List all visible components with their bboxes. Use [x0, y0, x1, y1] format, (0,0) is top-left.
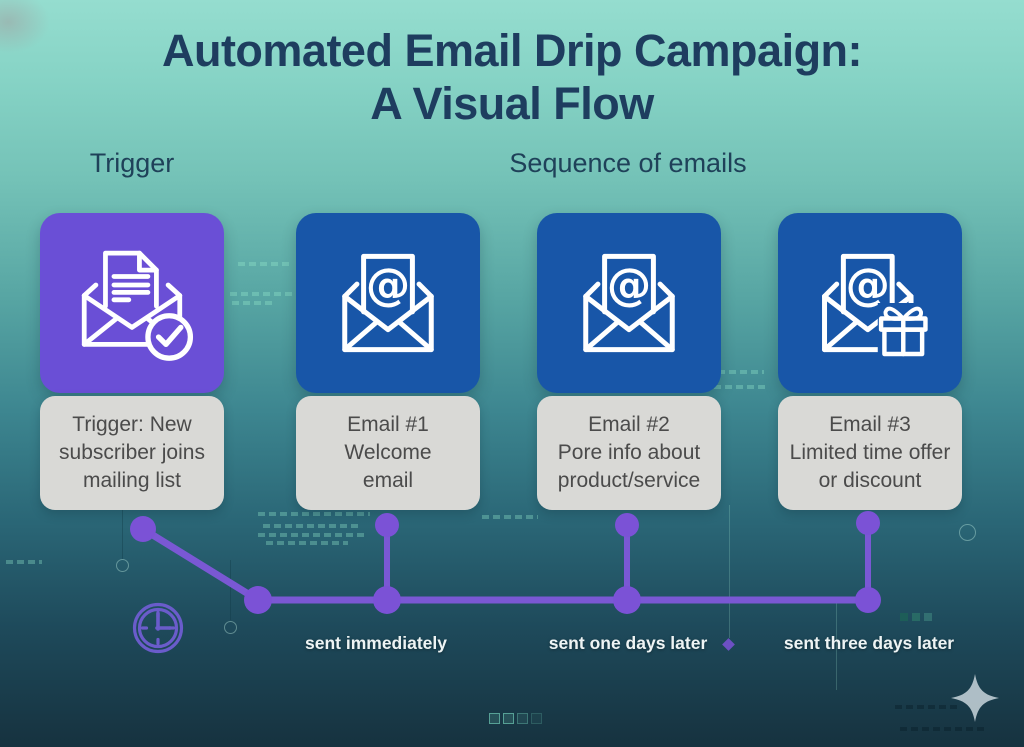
- email2-card-text: Email #2 Pore info about product/service: [557, 413, 701, 492]
- email3-card-tile: @: [778, 213, 962, 393]
- timeline-dots: [130, 511, 881, 614]
- envelope-letter-check-icon: [63, 242, 201, 364]
- decor-noise: [266, 541, 348, 545]
- decor-square: [912, 613, 920, 621]
- email2-card-tile: @: [537, 213, 721, 393]
- decor-noise: [6, 560, 42, 564]
- envelope-at-gift-icon: @: [809, 247, 931, 359]
- decor-square: [531, 713, 542, 724]
- page-title: Automated Email Drip Campaign: A Visual …: [0, 24, 1024, 130]
- decor-noise: [482, 515, 538, 519]
- email1-card-tile: @: [296, 213, 480, 393]
- decor-line: [122, 505, 123, 559]
- decor-noise: [714, 385, 766, 389]
- timing-label-one-day: sent one days later: [548, 633, 708, 653]
- decor-noise: [258, 512, 370, 516]
- svg-text:@: @: [366, 260, 410, 311]
- page-title-line1: Automated Email Drip Campaign:: [161, 25, 863, 76]
- decor-ring: [116, 559, 129, 572]
- timing-label-three-days: sent three days later: [783, 633, 955, 653]
- decor-ring: [959, 524, 976, 541]
- svg-text:@: @: [607, 260, 651, 311]
- decor-noise: [900, 727, 984, 731]
- decor-line: [729, 505, 730, 638]
- trigger-card-tile: [40, 213, 224, 393]
- decor-ring: [224, 621, 237, 634]
- decor-square: [489, 713, 500, 724]
- trigger-section-label: Trigger: [89, 148, 175, 178]
- decor-square: [900, 613, 908, 621]
- decor-noise: [258, 533, 364, 537]
- svg-text:@: @: [846, 260, 890, 311]
- decor-square: [503, 713, 514, 724]
- email1-card-text: Email #1 Welcome email: [344, 413, 432, 492]
- sparkle-icon: [951, 674, 999, 722]
- email1-card-label: Email #1 Welcome email: [296, 396, 480, 510]
- email2-card-label: Email #2 Pore info about product/service: [537, 396, 721, 510]
- decor-noise: [230, 292, 292, 296]
- decor-noise: [718, 370, 764, 374]
- trigger-card-label: Trigger: New subscriber joins mailing li…: [40, 396, 224, 510]
- decor-square: [517, 713, 528, 724]
- decor-line: [230, 560, 231, 620]
- timing-label-immediately: sent immediately: [305, 633, 447, 653]
- decor-square: [924, 613, 932, 621]
- trigger-card-text: Trigger: New subscriber joins mailing li…: [59, 413, 205, 492]
- decor-noise: [238, 262, 293, 266]
- decor-noise: [232, 301, 276, 305]
- page-title-line2: A Visual Flow: [370, 78, 654, 129]
- email3-card-label: Email #3 Limited time offer or discount: [778, 396, 962, 510]
- decor-line: [836, 600, 837, 690]
- clock-icon: [132, 602, 184, 654]
- envelope-at-icon: @: [327, 247, 449, 359]
- envelope-at-icon: @: [568, 247, 690, 359]
- decor-noise: [895, 705, 957, 709]
- decor-noise: [263, 524, 359, 528]
- email3-card-text: Email #3 Limited time offer or discount: [789, 413, 951, 492]
- sequence-section-label: Sequence of emails: [509, 148, 747, 178]
